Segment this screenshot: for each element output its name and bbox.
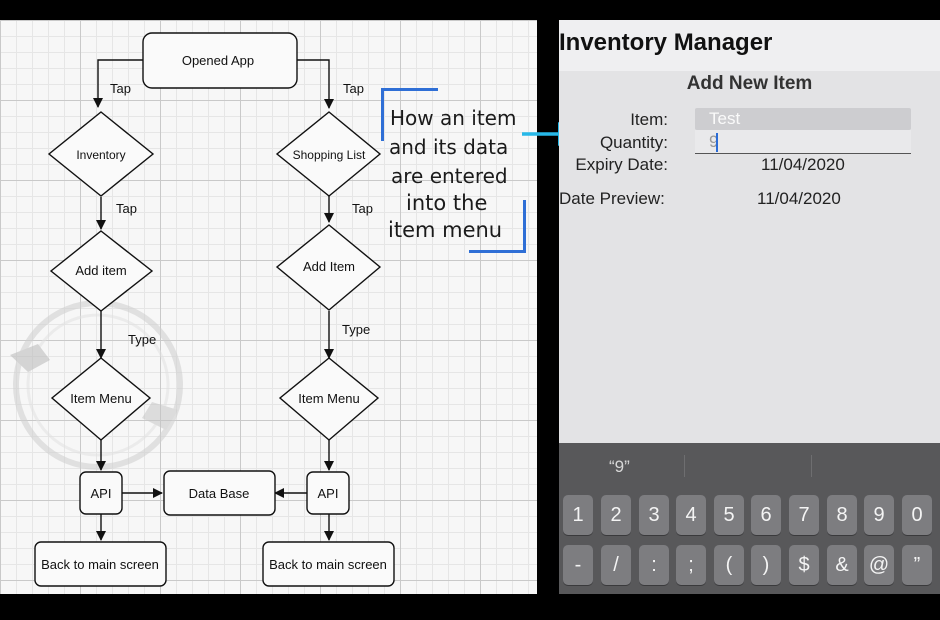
callout-line-3: are entered (391, 164, 508, 188)
numeric-keyboard: “9” 1 2 3 4 5 6 7 8 9 0 - / : ; ( ) $ & … (559, 443, 940, 594)
node-shopping-list (275, 111, 382, 197)
flow-connectors (93, 59, 334, 541)
item-name-input[interactable] (695, 108, 911, 130)
node-back-left (34, 541, 167, 587)
key-2[interactable]: 2 (601, 495, 631, 535)
phone-screen: Inventory Manager Add New Item Item: Qua… (559, 20, 940, 594)
key-9[interactable]: 9 (864, 495, 894, 535)
node-opened-app (142, 32, 298, 89)
expiry-date-value[interactable]: 11/04/2020 (761, 155, 845, 174)
key-5[interactable]: 5 (714, 495, 744, 535)
callout-line-1: How an item (390, 106, 517, 130)
suggestion-bar: “9” (559, 443, 940, 487)
node-api-left (79, 471, 123, 515)
key-at[interactable]: @ (864, 545, 894, 585)
key-ampersand[interactable]: & (827, 545, 857, 585)
label-shopping-list: Shopping List (293, 148, 366, 162)
suggestion-item[interactable]: “9” (609, 457, 630, 476)
date-preview-label: Date Preview: (559, 189, 665, 208)
suggestion-divider (811, 455, 812, 477)
date-preview-value: 11/04/2020 (757, 189, 841, 208)
label-item-menu-right: Item Menu (298, 391, 359, 406)
edge-label-tap-2: Tap (343, 81, 364, 96)
form-heading: Add New Item (686, 73, 813, 94)
callout-line-5: item menu (388, 218, 503, 242)
callout-bracket-bottom-icon (469, 200, 526, 253)
node-item-menu-right (278, 357, 380, 441)
label-api-right: API (318, 486, 339, 501)
edge-label-tap-1: Tap (110, 81, 131, 96)
node-inventory (47, 111, 155, 197)
label-add-item-right: Add Item (303, 259, 355, 274)
key-7[interactable]: 7 (789, 495, 819, 535)
key-colon[interactable]: : (639, 545, 669, 585)
label-item-menu-left: Item Menu (70, 391, 131, 406)
node-back-right (262, 541, 395, 587)
suggestion-divider (684, 455, 685, 477)
key-6[interactable]: 6 (751, 495, 781, 535)
label-back-left: Back to main screen (41, 557, 159, 572)
quantity-label: Quantity: (599, 133, 668, 152)
edge-label-type-1: Type (128, 332, 156, 347)
flowchart-panel: Opened App Inventory Shopping List Add i… (0, 20, 537, 594)
node-data-base (163, 470, 276, 516)
key-close-paren[interactable]: ) (751, 545, 781, 585)
key-3[interactable]: 3 (639, 495, 669, 535)
edge-label-tap-4: Tap (352, 201, 373, 216)
key-8[interactable]: 8 (827, 495, 857, 535)
label-add-item-left: Add item (75, 263, 126, 278)
node-api-right (306, 471, 350, 515)
flowchart-diagram: Opened App Inventory Shopping List Add i… (10, 32, 395, 587)
key-semicolon[interactable]: ; (676, 545, 706, 585)
key-1[interactable]: 1 (563, 495, 593, 535)
key-open-paren[interactable]: ( (714, 545, 744, 585)
item-label: Item: (630, 110, 668, 129)
label-api-left: API (91, 486, 112, 501)
node-item-menu-left (50, 357, 152, 441)
label-inventory: Inventory (76, 148, 125, 162)
label-data-base: Data Base (189, 486, 250, 501)
callout-line-2: and its data (389, 135, 509, 159)
callout-bracket-top-icon (381, 88, 438, 141)
edge-label-type-2: Type (342, 322, 370, 337)
key-dollar[interactable]: $ (789, 545, 819, 585)
expiry-date-label: Expiry Date: (575, 155, 668, 174)
node-add-item-left (49, 230, 154, 312)
add-item-form: Add New Item Item: Quantity: Expiry Date… (559, 71, 940, 463)
callout-annotation: How an item and its data are entered int… (380, 88, 537, 256)
node-add-item-right (275, 224, 382, 311)
key-hyphen[interactable]: - (563, 545, 593, 585)
key-4[interactable]: 4 (676, 495, 706, 535)
callout-line-4: into the (406, 191, 488, 215)
app-title: Inventory Manager (559, 29, 773, 56)
key-slash[interactable]: / (601, 545, 631, 585)
label-opened-app: Opened App (182, 53, 254, 68)
quantity-input[interactable] (695, 130, 911, 154)
label-back-right: Back to main screen (269, 557, 387, 572)
text-cursor (716, 133, 718, 152)
edge-label-tap-3: Tap (116, 201, 137, 216)
key-quote[interactable]: ” (902, 545, 932, 585)
key-0[interactable]: 0 (902, 495, 932, 535)
